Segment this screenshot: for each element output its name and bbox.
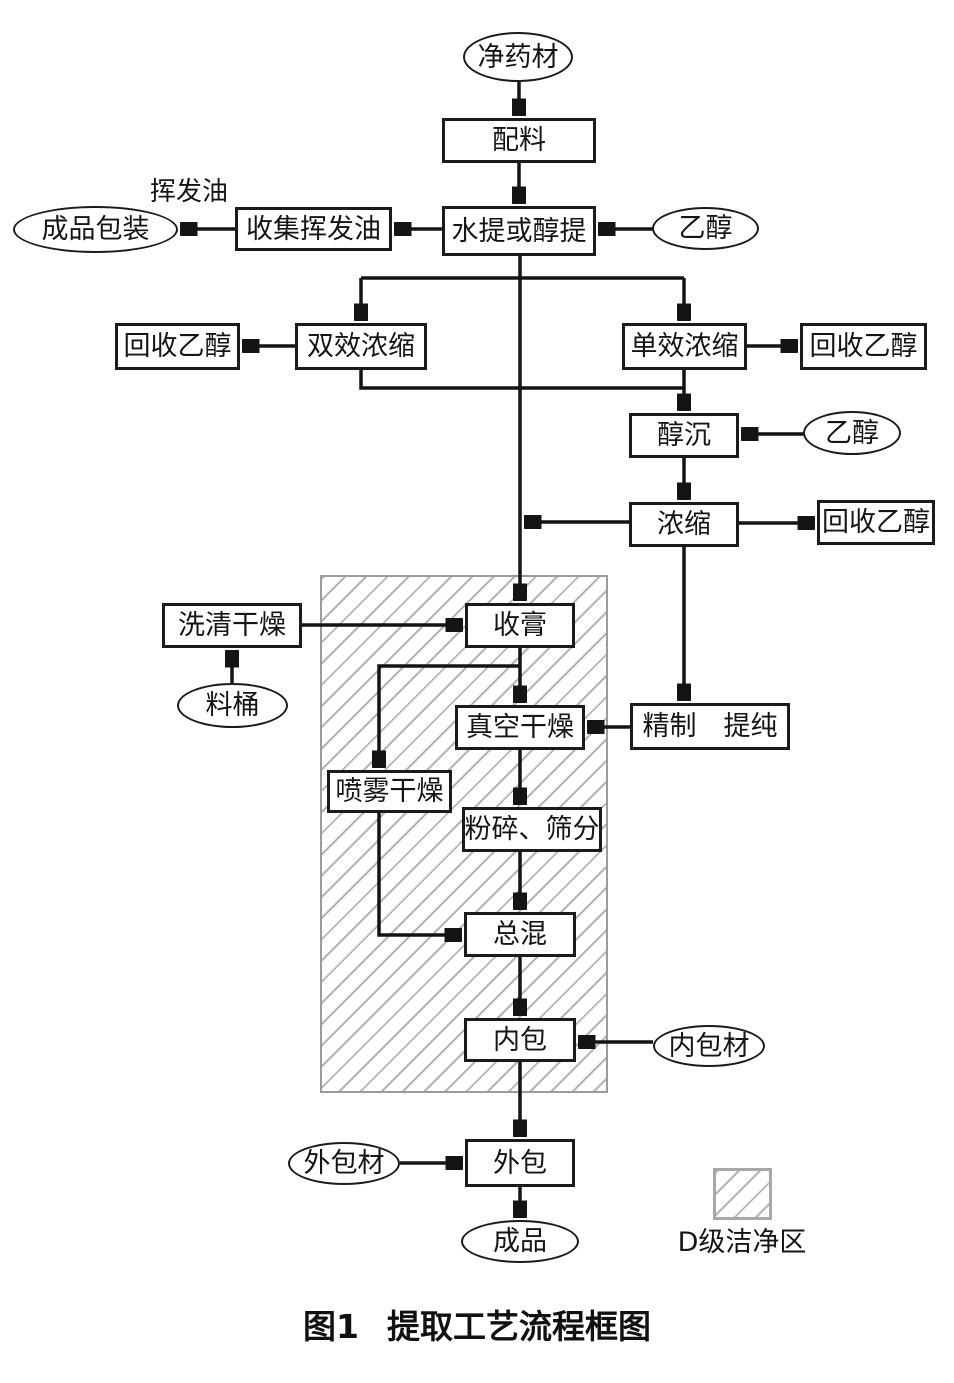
node-spray-drying: 喷雾干燥 <box>327 770 452 813</box>
node-extraction: 水提或醇提 <box>442 206 596 256</box>
node-refine-purify: 精制 提纯 <box>630 703 790 750</box>
figure-caption-number: 图1 <box>303 1307 359 1346</box>
node-recover-ethanol-right-bottom: 回收乙醇 <box>817 500 935 545</box>
figure-caption: 图1 提取工艺流程框图 <box>0 1300 954 1348</box>
node-raw-material: 净药材 <box>463 32 573 82</box>
node-compounding: 配料 <box>442 118 596 163</box>
node-inner-packaging: 内包 <box>464 1018 576 1062</box>
node-inner-packaging-material: 内包材 <box>653 1025 765 1067</box>
node-collect-volatile-oil: 收集挥发油 <box>235 207 392 251</box>
node-recover-ethanol-left: 回收乙醇 <box>115 323 240 370</box>
legend-label: D级洁净区 <box>677 1226 807 1258</box>
node-finished-product: 成品 <box>461 1220 579 1263</box>
node-outer-packaging: 外包 <box>465 1139 575 1187</box>
node-outer-packaging-material: 外包材 <box>288 1142 400 1185</box>
node-material-barrel: 料桶 <box>177 683 288 728</box>
merge-doubleeffect-bottom <box>359 370 684 390</box>
node-finished-packaging: 成品包装 <box>13 206 178 253</box>
node-collect-paste: 收膏 <box>465 603 575 648</box>
figure-caption-title: 提取工艺流程框图 <box>386 1307 651 1346</box>
node-double-effect-concentration: 双效浓缩 <box>295 323 427 370</box>
arrow-spraydrying-to-totalmixing <box>377 813 460 935</box>
label-volatile-oil: 挥发油 <box>149 177 228 207</box>
node-ethanol-mid: 乙醇 <box>803 411 901 455</box>
node-recover-ethanol-right-top: 回收乙醇 <box>800 323 927 370</box>
arrow-collectpaste-to-spraydrying <box>379 664 520 766</box>
node-concentration: 浓缩 <box>629 502 739 547</box>
legend-hatch-swatch <box>713 1168 772 1220</box>
node-total-mixing: 总混 <box>464 912 576 957</box>
node-ethanol-precipitation: 醇沉 <box>629 413 739 458</box>
node-vacuum-drying: 真空干燥 <box>455 705 585 750</box>
node-crush-sieve: 粉碎、筛分 <box>462 807 602 852</box>
node-ethanol-top: 乙醇 <box>652 207 759 250</box>
node-single-effect-concentration: 单效浓缩 <box>622 323 747 370</box>
node-wash-clean-dry: 洗清干燥 <box>162 603 302 648</box>
